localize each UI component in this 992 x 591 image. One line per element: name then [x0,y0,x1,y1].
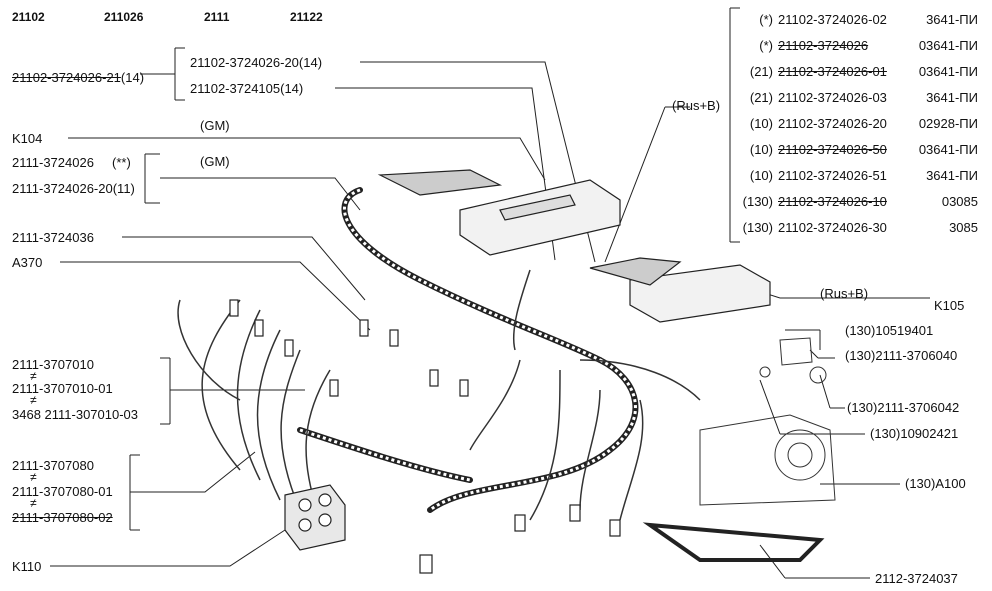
label-2111-3707080: 2111-3707080 [12,458,94,473]
table-row-part-number: 21102-3724026-51 [778,168,887,183]
table-row-prefix: (*) [759,12,773,27]
label-gm-1: (GM) [200,118,230,133]
table-row-prefix: (10) [749,168,773,183]
label-a370: A370 [12,255,43,270]
label-k110: K110 [12,559,42,574]
label-3468-2111-307010-03: 3468 2111-307010-03 [12,407,139,422]
table-row-part-number: 21102-3724026-01 [778,64,887,79]
table-row-prefix: (21) [749,90,773,105]
table-row-part-number: 21102-3724026-03 [778,90,887,105]
label-21102-3724026-20: 21102-3724026-20(14) [190,55,323,70]
label-2112-3724037: 2112-3724037 [875,571,958,586]
table-row-code: 3085 [949,220,978,235]
label-2111-3724026-mark: (**) [112,155,131,170]
label-2111-3707080-01: 2111-3707080-01 [12,484,113,499]
table-row-code: 03641-ПИ [918,64,978,79]
label-2111-3724026-20: 2111-3724026-20(11) [12,181,135,196]
table-row-code: 03641-ПИ [918,38,978,53]
label-2111-3724036: 2111-3724036 [12,230,94,245]
table-row-code: 3641-ПИ [926,168,978,183]
not-equal-mark-4: ≠ [30,496,37,510]
label-2111-3707010: 2111-3707010 [12,357,94,372]
label-21102-3724026-21-suffix: (14) [120,70,145,85]
model-code-4: 21122 [290,10,323,24]
model-code-1: 21102 [12,10,45,24]
label-21102-3724026-21: 21102-3724026-21(14) [12,70,144,85]
label-2111-3707010-01: 2111-3707010-01 [12,381,113,396]
label-gm-2: (GM) [200,154,230,169]
label-21102-3724026-21-part: 21102-3724026-21 [12,70,121,85]
label-2111-3724026: 2111-3724026 (**) [12,155,131,170]
label-130-a100: (130)A100 [905,476,966,491]
table-row-part-number: 21102-3724026-50 [778,142,887,157]
label-2111-3707080-02: 2111-3707080-02 [12,510,113,525]
not-equal-mark-2: ≠ [30,393,37,407]
label-rus-b-2: (Rus+B) [820,286,869,301]
label-21102-3724105: 21102-3724105(14) [190,81,304,96]
table-row-code: 03085 [941,194,978,209]
table-row-part-number: 21102-3724026-10 [778,194,887,209]
table-row-code: 03641-ПИ [918,142,978,157]
table-row-prefix: (130) [742,220,773,235]
table-row-prefix: (21) [749,64,773,79]
table-row-code: 02928-ПИ [918,116,978,131]
label-rus-b-1: (Rus+B) [672,98,721,113]
label-130-2111-3706040: (130)2111-3706040 [845,348,958,363]
table-row-part-number: 21102-3724026-02 [778,12,887,27]
label-k105: K105 [934,298,965,313]
label-130-2111-3706042: (130)2111-3706042 [847,400,960,415]
table-row-prefix: (10) [749,116,773,131]
table-row-prefix: (10) [749,142,773,157]
model-code-3: 2111 [204,10,230,24]
label-k104: K104 [12,131,43,146]
table-row-part-number: 21102-3724026-20 [778,116,887,131]
label-2111-3724026-part: 2111-3724026 [12,155,94,170]
label-130-10902421: (130)10902421 [870,426,959,441]
label-130-10519401: (130)10519401 [845,323,934,338]
model-code-2: 211026 [104,10,144,24]
table-row-prefix: (130) [742,194,773,209]
table-row-prefix: (*) [759,38,773,53]
table-row-part-number: 21102-3724026 [778,38,869,53]
not-equal-mark-1: ≠ [30,369,37,383]
table-row-part-number: 21102-3724026-30 [778,220,887,235]
not-equal-mark-3: ≠ [30,470,37,484]
table-row-code: 3641-ПИ [926,12,978,27]
table-row-code: 3641-ПИ [926,90,978,105]
